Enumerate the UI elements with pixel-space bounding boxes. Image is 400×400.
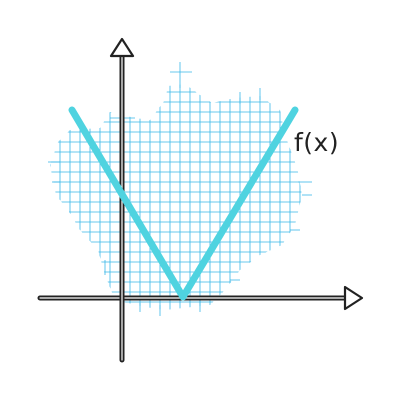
grid-pattern (48, 62, 312, 316)
function-label: f(x) (294, 128, 340, 157)
x-axis (37, 285, 364, 311)
y-axis (109, 37, 135, 363)
arrow-up-icon (109, 37, 135, 58)
arrow-right-icon (343, 285, 364, 311)
function-curve (68, 106, 299, 301)
